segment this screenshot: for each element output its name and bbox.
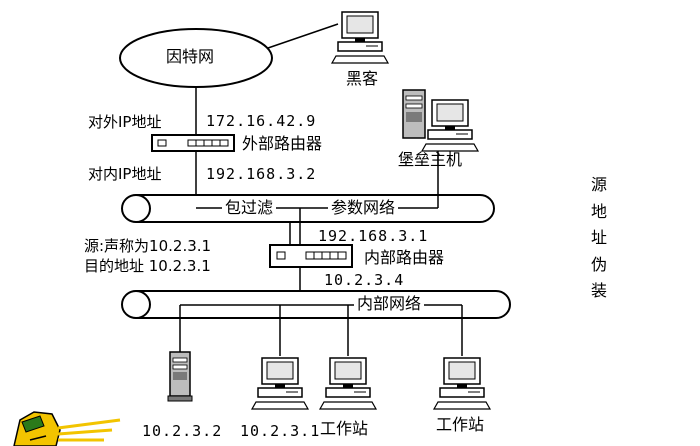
hacker-computer-icon (331, 11, 389, 64)
hacker-figure-icon (13, 411, 121, 446)
internal-ip-label: 对内IP地址 (88, 165, 162, 183)
host-ip-pc: 10.2.3.1 (240, 422, 321, 440)
internal-network-bus (121, 290, 511, 319)
side-title: 源地址伪装 (590, 175, 607, 300)
internet-label: 因特网 (166, 47, 215, 66)
internal-router-icon (269, 244, 353, 268)
bastion-host-label: 堡垒主机 (398, 150, 463, 169)
internal-network-label: 内部网络 (354, 295, 425, 313)
external-ip-label: 对外IP地址 (88, 113, 162, 131)
workstation-a-label: 工作站 (320, 419, 369, 438)
destination-label: 目的地址 10.2.3.1 (84, 257, 211, 275)
packet-filter-label: 包过滤 (222, 199, 277, 217)
internal-pc-icon (251, 357, 309, 410)
workstation-b-icon (433, 357, 491, 410)
inner-router-ip-top: 192.168.3.1 (318, 227, 429, 245)
workstation-b-label: 工作站 (436, 415, 485, 434)
internal-server-icon (167, 351, 193, 402)
source-claim-label: 源:声称为10.2.3.1 (84, 237, 212, 255)
host-ip-server: 10.2.3.2 (142, 422, 223, 440)
internal-ip-value: 192.168.3.2 (206, 165, 317, 183)
inner-router-ip-bottom: 10.2.3.4 (324, 271, 405, 289)
bastion-host-icon (402, 89, 479, 152)
internet-hacker-link (267, 23, 339, 49)
workstation-a-icon (319, 357, 377, 410)
hacker-label: 黑客 (346, 69, 379, 88)
external-router-label: 外部路由器 (242, 134, 323, 153)
perimeter-network-label: 参数网络 (328, 199, 399, 217)
external-ip-value: 172.16.42.9 (206, 112, 317, 130)
external-router-icon (151, 134, 235, 152)
internal-router-label: 内部路由器 (364, 248, 445, 267)
